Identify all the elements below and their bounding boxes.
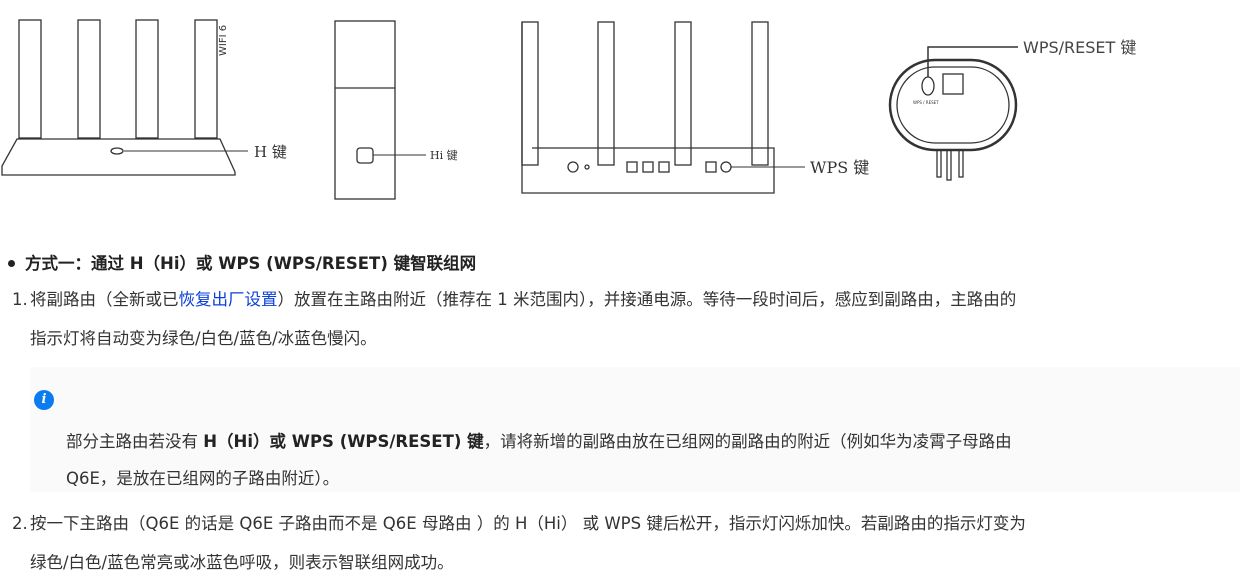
info-icon: i xyxy=(34,390,54,410)
factory-reset-link[interactable]: 恢复出厂设置 xyxy=(178,290,278,309)
note-text-part: ，请将新增的副路由放在已组网的副路由的附近（例如华为凌霄子母路由 xyxy=(483,432,1012,451)
step-text-line2: 绿色/白色/蓝色常亮或冰蓝色呼吸，则表示智联组网成功。 xyxy=(30,553,454,572)
h-key-label: H 键 xyxy=(254,143,287,161)
step-text: ）放置在主路由附近（推荐在 1 米范围内），并接通电源。等待一段时间后，感应到副… xyxy=(277,290,1017,309)
info-note xyxy=(30,367,1240,492)
router-tower-figure xyxy=(334,20,426,200)
step-text-line2: 指示灯将自动变为绿色/白色/蓝色/冰蓝色慢闪。 xyxy=(30,329,377,348)
bullet xyxy=(8,259,15,267)
step-2: 2.按一下主路由（Q6E 的话是 Q6E 子路由而不是 Q6E 母路由 ）的 H… xyxy=(12,504,1026,582)
step-1: 1.将副路由（全新或已恢复出厂设置）放置在主路由附近（推荐在 1 米范围内），并… xyxy=(12,280,1016,358)
step-number: 2. xyxy=(12,514,28,533)
section-heading: 方式一：通过 H（Hi）或 WPS (WPS/RESET) 键智联组网 xyxy=(8,250,476,274)
note-text-line2: Q6E，是放在已组网的子路由附近）。 xyxy=(66,469,340,488)
wifi6-badge: WIFI 6 xyxy=(218,25,229,56)
router-figures: WIFI 6 H 键 Hi 键 WPS 键 WPS / RESET WPS/RE… xyxy=(1,19,1136,200)
router-front-figure: WIFI 6 xyxy=(1,19,248,176)
wps-key-label: WPS 键 xyxy=(810,158,869,177)
note-bold-text: H（Hi）或 WPS (WPS/RESET) 键 xyxy=(203,432,484,451)
wps-reset-key-label: WPS/RESET 键 xyxy=(1023,38,1136,57)
section-heading-text: 方式一：通过 H（Hi）或 WPS (WPS/RESET) 键智联组网 xyxy=(25,254,477,273)
step-text: 将副路由（全新或已 xyxy=(30,290,179,309)
note-text: 部分主路由若没有 H（Hi）或 WPS (WPS/RESET) 键，请将新增的副… xyxy=(66,423,1216,497)
hi-key-label: Hi 键 xyxy=(430,148,458,162)
step-number: 1. xyxy=(12,290,28,309)
note-text-part: 部分主路由若没有 xyxy=(66,432,204,451)
wps-reset-button-text: WPS / RESET xyxy=(913,100,939,105)
step-text: 按一下主路由（Q6E 的话是 Q6E 子路由而不是 Q6E 母路由 ）的 H（H… xyxy=(30,514,1026,533)
router-back-figure xyxy=(521,21,805,194)
plug-router-figure: WPS / RESET xyxy=(888,46,1018,181)
